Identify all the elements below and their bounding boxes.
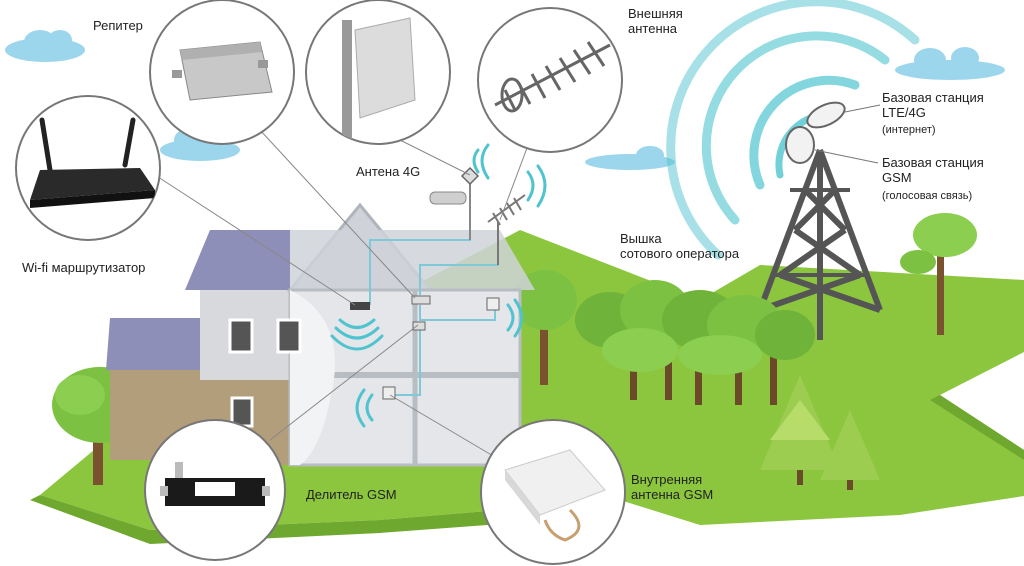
label-bs-gsm-note: (голосовая связь) (882, 190, 973, 202)
indoor-signal-waves (330, 143, 547, 428)
roof-yagi-antenna (487, 194, 526, 265)
callout-repeater (149, 0, 295, 145)
callout-internal-antenna (480, 419, 626, 565)
callout-router (15, 95, 161, 241)
label-bs-gsm: Базовая станция GSM (882, 155, 984, 185)
cloud-center (585, 146, 675, 170)
label-antenna-4g: Антена 4G (356, 164, 421, 179)
callout-external-antenna (477, 7, 623, 153)
callout-splitter (144, 419, 286, 561)
callout-antenna-4g (305, 0, 451, 145)
label-external-antenna: Внешняя антенна (628, 6, 683, 36)
callout-lines (154, 129, 531, 461)
label-wifi-router: Wi-fi маршрутизатор (22, 260, 146, 275)
tree-group-right (575, 280, 815, 405)
cloud-left (5, 30, 85, 62)
label-tower: Вышка сотового оператора (620, 231, 740, 261)
label-internal-antenna: Внутренняя антенна GSM (631, 472, 714, 502)
label-repeater: Репитер (93, 18, 143, 33)
cloud-right (895, 47, 1005, 80)
cell-tower (757, 148, 883, 340)
label-bs-lte: Базовая станция LTE/4G (882, 90, 984, 120)
indoor-devices (350, 295, 500, 400)
tree-far-right (900, 213, 977, 335)
pine-trees (760, 375, 880, 490)
label-bs-lte-note: (интернет) (882, 124, 936, 136)
roof-antenna-4g (429, 166, 480, 240)
house (106, 202, 535, 467)
label-splitter: Делитель GSM (306, 487, 397, 502)
dish-antennas (785, 101, 881, 164)
